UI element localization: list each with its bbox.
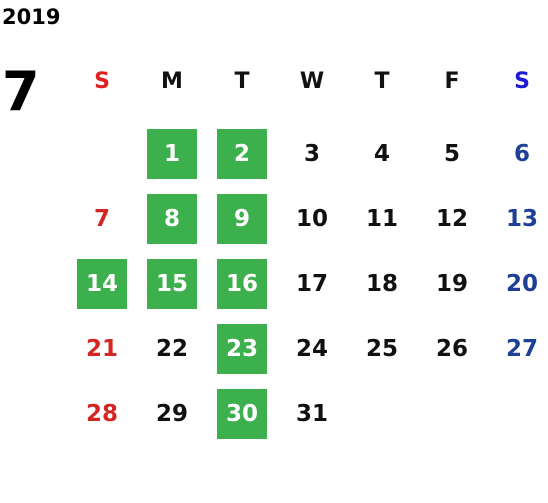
calendar-cell: [347, 381, 417, 446]
calendar-cell: 29: [137, 381, 207, 446]
calendar-cell: 26: [417, 316, 487, 381]
calendar-day[interactable]: 19: [435, 270, 468, 297]
calendar-cell: 7: [67, 186, 137, 251]
calendar-day-highlighted[interactable]: 15: [147, 258, 197, 309]
weekday-header: T: [234, 68, 250, 94]
calendar-cell: 3: [277, 121, 347, 186]
calendar-year: 2019: [2, 5, 61, 29]
calendar-day[interactable]: 5: [443, 140, 460, 167]
calendar-cell: 1: [137, 121, 207, 186]
calendar-cell: 9: [207, 186, 277, 251]
weekday-header: F: [444, 68, 460, 94]
calendar-cell: 10: [277, 186, 347, 251]
calendar-day-highlighted[interactable]: 8: [147, 193, 197, 244]
calendar-day[interactable]: 24: [295, 335, 328, 362]
calendar-cell: 11: [347, 186, 417, 251]
calendar-day-highlighted[interactable]: 2: [217, 128, 267, 179]
weekday-header: W: [299, 68, 325, 94]
calendar-cell: 14: [67, 251, 137, 316]
calendar-day[interactable]: 29: [155, 400, 188, 427]
calendar-cell: [417, 381, 487, 446]
calendar-day[interactable]: 17: [295, 270, 328, 297]
calendar-day[interactable]: 26: [435, 335, 468, 362]
calendar-cell: 23: [207, 316, 277, 381]
calendar-day[interactable]: 27: [505, 335, 538, 362]
calendar-cell: 21: [67, 316, 137, 381]
calendar-day-highlighted[interactable]: 23: [217, 323, 267, 374]
calendar-day[interactable]: 22: [155, 335, 188, 362]
calendar-cell: 17: [277, 251, 347, 316]
calendar-day[interactable]: 25: [365, 335, 398, 362]
calendar-month: 7: [2, 60, 40, 123]
calendar-day-highlighted[interactable]: 1: [147, 128, 197, 179]
calendar-day-highlighted[interactable]: 14: [77, 258, 127, 309]
calendar-day[interactable]: 7: [93, 205, 110, 232]
calendar-day[interactable]: 18: [365, 270, 398, 297]
calendar-day-highlighted[interactable]: 30: [217, 388, 267, 439]
calendar-cell: 2: [207, 121, 277, 186]
calendar-cell: 28: [67, 381, 137, 446]
weekday-header: T: [374, 68, 390, 94]
calendar-day[interactable]: 6: [513, 140, 530, 167]
calendar-cell: 4: [347, 121, 417, 186]
calendar-day[interactable]: 11: [365, 205, 398, 232]
calendar-cell: 24: [277, 316, 347, 381]
weekday-header: S: [94, 68, 110, 94]
calendar-cell: 27: [487, 316, 548, 381]
calendar-day[interactable]: 3: [303, 140, 320, 167]
calendar-day[interactable]: 4: [373, 140, 390, 167]
calendar-day[interactable]: 12: [435, 205, 468, 232]
calendar-day-highlighted[interactable]: 16: [217, 258, 267, 309]
calendar-cell: 5: [417, 121, 487, 186]
calendar-cell: 13: [487, 186, 548, 251]
calendar-day[interactable]: 31: [295, 400, 328, 427]
calendar-day[interactable]: 10: [295, 205, 328, 232]
calendar-cell: 15: [137, 251, 207, 316]
calendar-cell: [487, 381, 548, 446]
calendar-day[interactable]: 13: [505, 205, 538, 232]
calendar-cell: 16: [207, 251, 277, 316]
calendar-cell: [67, 121, 137, 186]
calendar-cell: 8: [137, 186, 207, 251]
calendar-day-highlighted[interactable]: 9: [217, 193, 267, 244]
calendar-cell: 20: [487, 251, 548, 316]
calendar-cell: 18: [347, 251, 417, 316]
calendar-cell: 12: [417, 186, 487, 251]
calendar-cell: 19: [417, 251, 487, 316]
calendar-cell: 22: [137, 316, 207, 381]
weekday-header: S: [514, 68, 530, 94]
calendar-day[interactable]: 20: [505, 270, 538, 297]
calendar-cell: 31: [277, 381, 347, 446]
calendar-cell: 6: [487, 121, 548, 186]
calendar-day[interactable]: 28: [85, 400, 118, 427]
calendar-cell: 30: [207, 381, 277, 446]
calendar-cell: 25: [347, 316, 417, 381]
weekday-header: M: [161, 68, 183, 94]
calendar-day[interactable]: 21: [85, 335, 118, 362]
